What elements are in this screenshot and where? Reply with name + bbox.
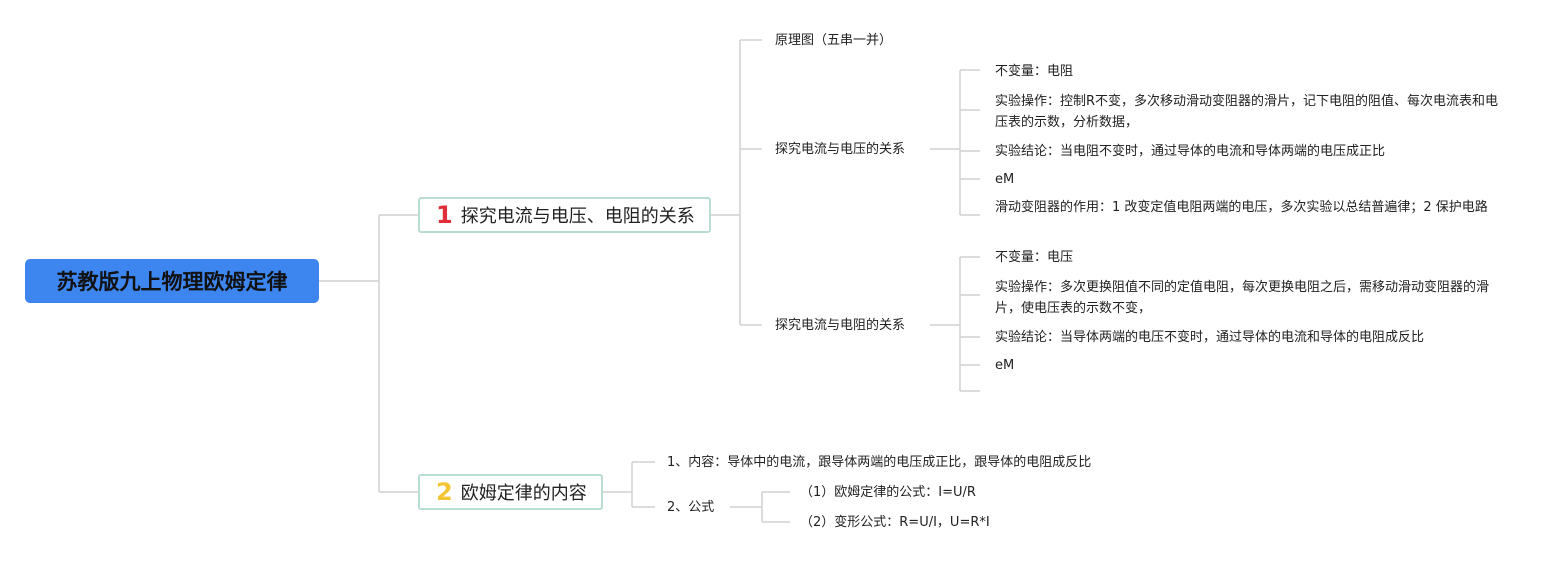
leaf-voltage-constant[interactable]: 不变量：电阻 [995,64,1074,79]
leaf-voltage-operation[interactable]: 实验操作：控制R不变，多次移动滑动变阻器的滑片，记下电阻的阻值、每次电流表和电压… [995,94,1499,130]
root-title: 苏教版九上物理欧姆定律 [56,270,288,294]
leaf-voltage-conclusion[interactable]: 实验结论：当电阻不变时，通过导体的电流和导体两端的电压成正比 [995,144,1386,159]
topic-title-2: 欧姆定律的内容 [460,483,587,504]
node-formula[interactable]: 2、公式 [667,500,715,515]
leaf-resistance-em[interactable]: eM [995,358,1015,373]
leaf-resistance-operation[interactable]: 实验操作：多次更换阻值不同的定值电阻，每次更换电阻之后，需移动滑动变阻器的滑片，… [995,280,1490,316]
leaf-resistance-conclusion[interactable]: 实验结论：当导体两端的电压不变时，通过导体的电流和导体的电阻成反比 [995,330,1425,345]
leaf-formula-basic[interactable]: （1）欧姆定律的公式：I=U/R [800,485,976,500]
topic-number-2: 2 [436,478,453,506]
leaf-voltage-em[interactable]: eM [995,172,1015,187]
leaf-voltage-rheostat[interactable]: 滑动变阻器的作用：1 改变定值电阻两端的电压，多次实验以总结普遍律；2 保护电路 [995,200,1488,215]
node-law-content[interactable]: 1、内容：导体中的电流，跟导体两端的电压成正比，跟导体的电阻成反比 [667,455,1092,470]
node-principle-diagram[interactable]: 原理图（五串一并） [775,33,893,48]
topic-ohms-law[interactable]: 2 欧姆定律的内容 [418,474,603,510]
topic-number-1: 1 [436,201,453,229]
topic-explore-relationship[interactable]: 1 探究电流与电压、电阻的关系 [418,197,711,233]
leaf-resistance-constant[interactable]: 不变量：电压 [995,250,1074,265]
node-current-voltage[interactable]: 探究电流与电压的关系 [775,142,906,157]
leaf-formula-derived[interactable]: （2）变形公式：R=U/I，U=R*I [800,515,990,530]
root-topic[interactable]: 苏教版九上物理欧姆定律 [25,259,319,303]
topic-title-1: 探究电流与电压、电阻的关系 [460,206,695,227]
node-current-resistance[interactable]: 探究电流与电阻的关系 [775,318,906,333]
